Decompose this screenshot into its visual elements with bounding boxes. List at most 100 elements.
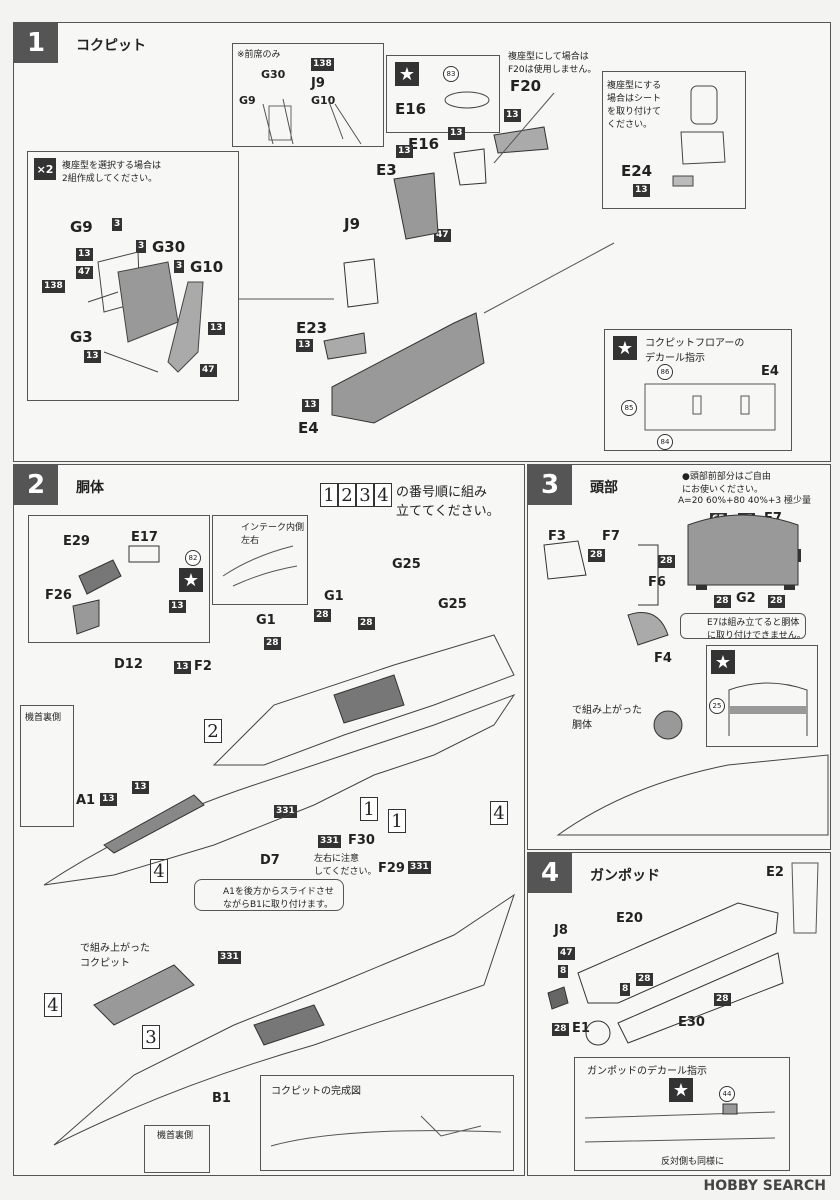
order-num-1-c: 1 bbox=[388, 809, 406, 833]
code-3a: 3 bbox=[112, 218, 123, 231]
step1-title: コクピット bbox=[76, 38, 146, 54]
code-13b: 13 bbox=[504, 109, 521, 122]
code-28-s2c: 28 bbox=[264, 637, 281, 650]
part-j8: J8 bbox=[554, 923, 568, 938]
order-num-4-c: 4 bbox=[150, 859, 168, 883]
part-j9: J9 bbox=[344, 215, 361, 233]
code-13h: 13 bbox=[296, 339, 313, 352]
head-drawing bbox=[543, 514, 829, 836]
step3-title: 頭部 bbox=[590, 480, 618, 496]
code-13e: 13 bbox=[76, 248, 93, 261]
code-28-s4a: 28 bbox=[636, 973, 653, 986]
code-138b: 138 bbox=[42, 280, 65, 293]
part-j9-top: J9 bbox=[311, 76, 325, 91]
part-e16-box: E16 bbox=[395, 100, 427, 118]
code-47-s4: 47 bbox=[558, 947, 575, 960]
cockpit-complete-drawing bbox=[270, 1115, 502, 1147]
part-g3: G3 bbox=[70, 328, 93, 346]
order-num-4: 4 bbox=[374, 483, 392, 507]
seat-note: 複座型にする 場合はシート を取り付けて ください。 bbox=[607, 81, 662, 130]
part-e24: E24 bbox=[621, 162, 653, 180]
step1-number: 1 bbox=[14, 23, 58, 63]
step2-panel: 2 胴体 1 2 3 4 の番号順に組み 立ててください。 E29 E17 82… bbox=[13, 464, 525, 1176]
part-g30-x2: G30 bbox=[152, 238, 186, 256]
code-3c: 3 bbox=[174, 260, 185, 273]
code-47b: 47 bbox=[76, 266, 93, 279]
code-331-d: 331 bbox=[218, 951, 241, 964]
order-num-2: 2 bbox=[338, 483, 356, 507]
part-b1: B1 bbox=[212, 1091, 231, 1106]
gunpod-drawing bbox=[547, 862, 819, 1046]
order-num-2-b: 2 bbox=[204, 719, 222, 743]
e16-drawing bbox=[444, 91, 490, 109]
e29-box: E29 E17 82 ★ F26 13 bbox=[28, 515, 210, 643]
part-e1: E1 bbox=[572, 1021, 590, 1036]
step4-title: ガンポッド bbox=[590, 868, 660, 884]
code-28-s3b: 28 bbox=[658, 555, 675, 568]
code-13-s2a: 13 bbox=[169, 600, 186, 613]
code-13-s2c: 13 bbox=[100, 793, 117, 806]
order-note: の番号順に組み 立ててください。 bbox=[396, 485, 500, 519]
code-331-c: 331 bbox=[408, 861, 431, 874]
step2-number: 2 bbox=[14, 465, 58, 505]
part-g2: G2 bbox=[736, 591, 756, 606]
order-num-4-d: 4 bbox=[44, 993, 62, 1017]
part-f6: F6 bbox=[648, 575, 666, 590]
lr-note: 左右に注意 してください。 bbox=[314, 854, 377, 877]
gunpod-decal-drawing bbox=[584, 1103, 776, 1143]
part-g25-b: G25 bbox=[438, 597, 467, 612]
fuselage-note: で組み上がった 胴体 bbox=[572, 705, 642, 731]
part-e4: E4 bbox=[298, 419, 319, 437]
star-icon: ★ bbox=[669, 1078, 693, 1102]
star-icon: ★ bbox=[711, 650, 735, 674]
code-138: 138 bbox=[311, 58, 334, 71]
x2-badge: ×2 bbox=[34, 158, 56, 180]
floor-decal-box: ★ コクピットフロアーの デカール指示 E4 86 85 84 bbox=[604, 329, 792, 451]
code-13a: 13 bbox=[448, 127, 465, 140]
star-icon: ★ bbox=[395, 62, 419, 86]
step3-number: 3 bbox=[528, 465, 572, 505]
code-28-s3a: 28 bbox=[588, 549, 605, 562]
slide-note-box: A1を後方からスライドさせ ながらB1に取り付けます。 bbox=[194, 879, 344, 911]
step4-panel: 4 ガンポッド E2 E20 J8 47 8 28 8 28 E1 28 E30… bbox=[527, 852, 831, 1176]
gunpod-decal-title: ガンポッドのデカール指示 bbox=[587, 1066, 707, 1077]
decal-83: 83 bbox=[443, 66, 459, 82]
step3-panel: 3 頭部 ●頭部前部分はご自由 にお使いください。 A=20 60%+80 40… bbox=[527, 464, 831, 850]
part-e17: E17 bbox=[131, 530, 158, 545]
part-f20: F20 bbox=[510, 77, 542, 95]
floor-decal-drawing bbox=[644, 383, 776, 431]
front-only-box: ※前席のみ 138 G30 J9 G9 G10 bbox=[232, 43, 384, 147]
part-e2: E2 bbox=[766, 865, 784, 880]
code-13-s2b: 13 bbox=[174, 661, 191, 674]
part-e16: E16 bbox=[408, 135, 440, 153]
seat-note-box: 複座型にする 場合はシート を取り付けて ください。 E24 13 bbox=[602, 71, 746, 209]
nose-bottom-label: 機首裏側 bbox=[25, 713, 62, 723]
part-f2: F2 bbox=[194, 659, 212, 674]
x2-note: 複座型を選択する場合は 2組作成してください。 bbox=[62, 161, 162, 184]
nose-bottom-box-2: 機首裏側 bbox=[144, 1125, 210, 1173]
code-47c: 47 bbox=[200, 364, 217, 377]
front-only-note: ※前席のみ bbox=[237, 50, 281, 60]
part-e4-decal: E4 bbox=[761, 364, 779, 379]
part-f3: F3 bbox=[548, 529, 566, 544]
decal-84: 84 bbox=[657, 434, 673, 450]
code-13i: 13 bbox=[302, 399, 319, 412]
code-13f: 13 bbox=[208, 322, 225, 335]
intake-drawing bbox=[222, 545, 298, 587]
cockpit-drawing bbox=[239, 92, 615, 424]
attach-note-box: E7は組み立てると胴体 に取り付けできません。 bbox=[680, 613, 806, 641]
intake-box: インテーク内側 左右 bbox=[212, 515, 308, 605]
decal-85: 85 bbox=[621, 400, 637, 416]
decal-86: 86 bbox=[657, 364, 673, 380]
order-num-3-b: 3 bbox=[142, 1025, 160, 1049]
star-icon: ★ bbox=[179, 568, 203, 592]
reverse-note: 反対側も同様に bbox=[661, 1157, 725, 1167]
star-icon: ★ bbox=[613, 336, 637, 360]
part-f30: F30 bbox=[348, 833, 375, 848]
intake-note: インテーク内側 左右 bbox=[241, 523, 305, 546]
decal-25: 25 bbox=[709, 698, 725, 714]
slide-note: A1を後方からスライドさせ ながらB1に取り付けます。 bbox=[223, 887, 334, 910]
code-28-s3d: 28 bbox=[768, 595, 785, 608]
cockpit-complete-title: コクピットの完成図 bbox=[271, 1086, 361, 1097]
part-f26: F26 bbox=[45, 588, 72, 603]
